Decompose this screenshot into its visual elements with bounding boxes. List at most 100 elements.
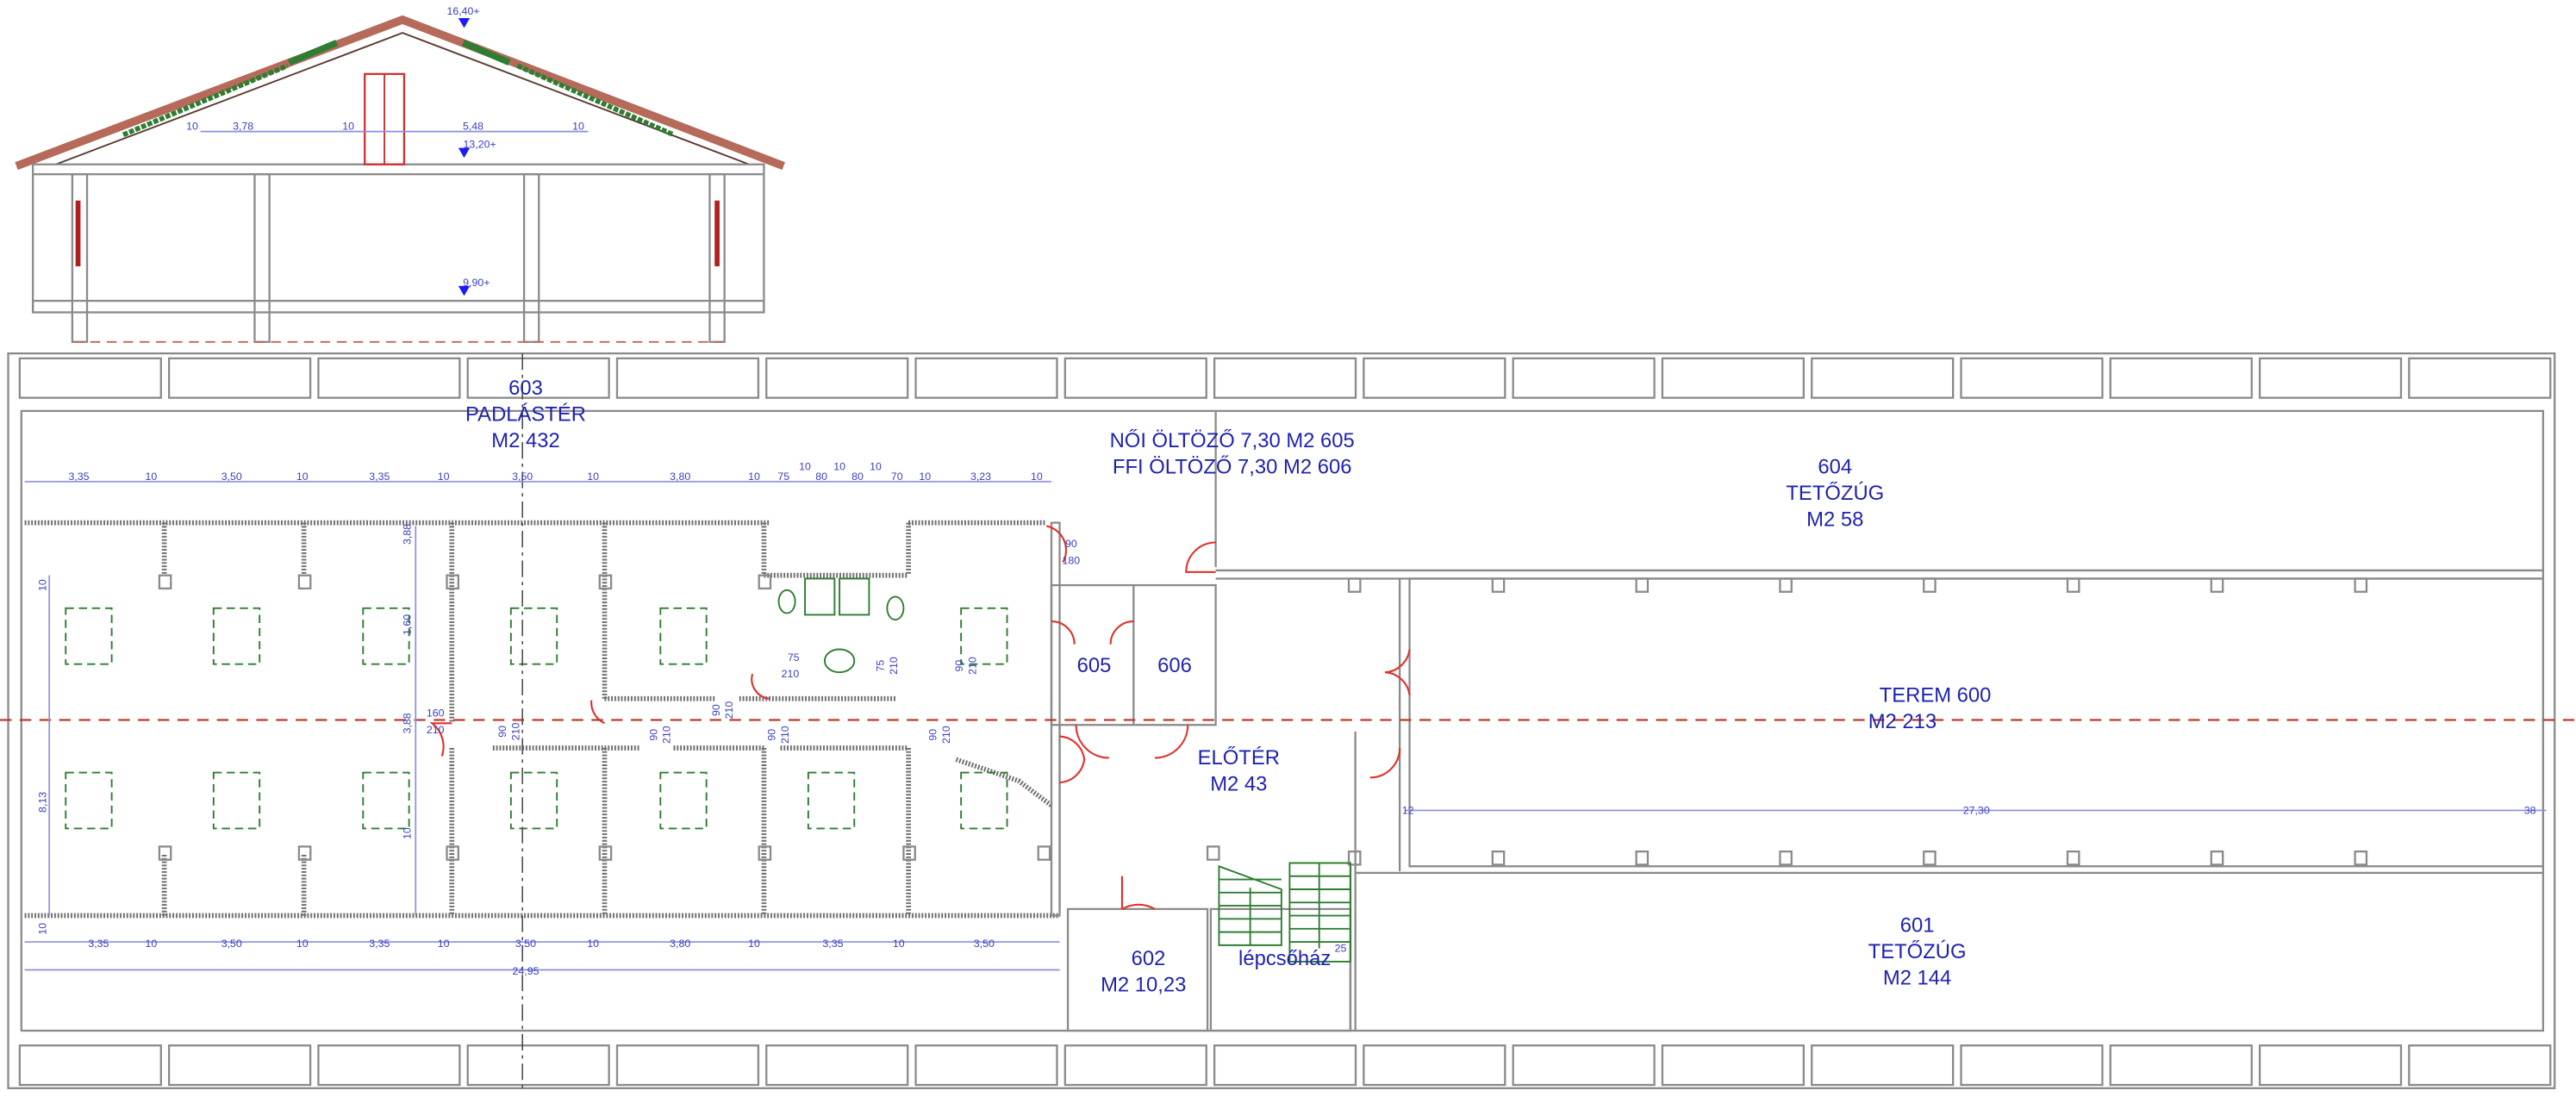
eave-window [615, 357, 760, 399]
eave-window [1512, 357, 1656, 399]
dimension-label: 3,50 [221, 470, 242, 483]
room-number: 605 [1077, 654, 1112, 677]
room-area: M2 43 [1210, 773, 1267, 796]
eave-window [168, 357, 312, 399]
column [758, 845, 772, 861]
column [2210, 850, 2224, 866]
dimension-label: 210 [427, 724, 445, 736]
dimension-label: 10 [748, 470, 760, 483]
eave-window [18, 357, 162, 399]
roof-window-icon [509, 771, 558, 830]
toilet-icon [886, 595, 905, 621]
room-name: TETŐZÚG [1868, 940, 1967, 963]
lower-floor-slab [31, 299, 765, 314]
dimension-label: 3,88 [402, 713, 414, 733]
dimension-label: 75 [777, 470, 789, 483]
dimension-label: 90 [927, 729, 939, 741]
skylight-right [462, 40, 511, 65]
column [758, 574, 772, 590]
room-number: 604 [1818, 455, 1852, 478]
column [2066, 577, 2080, 593]
dimension-label: 10 [145, 470, 157, 483]
building-section [15, 15, 785, 343]
column [1923, 850, 1937, 866]
column [1779, 577, 1793, 593]
shower-icon [839, 577, 870, 616]
dimension-label: 210 [888, 657, 900, 675]
dimension-label: 90 [766, 729, 778, 741]
room-602 [1066, 907, 1209, 1032]
dimension-label: 10 [833, 461, 845, 473]
eave-window [914, 357, 1058, 399]
roof-window-icon [807, 771, 856, 830]
roof-window-icon [65, 771, 113, 830]
roof-window-icon [960, 607, 1008, 665]
eave-window [1063, 1044, 1207, 1087]
dimension-label: 90 [496, 726, 508, 738]
dimension-label: 210 [940, 726, 952, 744]
eave-window [1960, 357, 2104, 399]
dimension-label: 3,23 [970, 470, 991, 483]
room-area: M2 58 [1806, 508, 1863, 531]
eave-window [1213, 1044, 1357, 1087]
roof-insulation-left [122, 63, 289, 138]
dimension-label: 10 [587, 470, 599, 483]
eave-window [765, 1044, 909, 1087]
sink-icon [823, 648, 856, 674]
attic-floor-slab [31, 163, 765, 176]
dimension-label: 3,50 [974, 938, 995, 950]
column [1347, 850, 1362, 866]
eave-window [1661, 357, 1806, 399]
column [1923, 577, 1937, 593]
dimension-lines [24, 481, 2547, 971]
room-schedule-line: FFI ÖLTÖZŐ 7,30 M2 606 [1113, 455, 1352, 478]
dimension-label: 75 [875, 660, 887, 672]
room-number: 603 [508, 377, 543, 400]
roof-window-icon [362, 607, 410, 665]
roof-window-icon [509, 607, 558, 665]
dimension-label: 10 [748, 938, 760, 950]
dimension-label: 10 [919, 470, 931, 483]
dimension-label: 10 [438, 938, 450, 950]
dimension-label: 10 [587, 938, 599, 950]
dimension-label: 90 [710, 704, 722, 716]
eave-window [1063, 357, 1207, 399]
dimension-label: 210 [661, 726, 673, 744]
dimension-label: 80 [851, 470, 864, 483]
column [158, 574, 172, 590]
roof-window-icon [659, 607, 708, 665]
hatched-partitions [161, 522, 1053, 916]
attic-floor-plan [0, 352, 2576, 1089]
dimension-label: 210 [723, 701, 735, 720]
dimension-label: 10 [893, 938, 905, 950]
eave-window [2258, 357, 2403, 399]
column [1491, 577, 1506, 593]
eave-window [2109, 357, 2253, 399]
column [598, 845, 613, 861]
dimension-label: 210 [779, 726, 791, 744]
roof-window-icon [212, 771, 261, 830]
window [75, 200, 81, 267]
eave-window [1661, 1044, 1806, 1087]
dimension-label: 5,48 [463, 121, 483, 133]
room-area: M2 144 [1883, 967, 1951, 990]
toilet-block [777, 577, 905, 674]
column [2354, 577, 2368, 593]
dimension-label: 27,30 [1963, 804, 1990, 816]
toilet-icon [777, 589, 796, 614]
column [2066, 850, 2080, 866]
dimension-label: 3,35 [822, 938, 843, 950]
dimension-label: 10 [1031, 470, 1043, 483]
roof-window-icon [65, 607, 113, 665]
roof-window-icon [960, 771, 1008, 830]
dimension-label: 90 [953, 660, 965, 672]
columns [158, 574, 2368, 866]
eave-window [2109, 1044, 2253, 1087]
dimension-label: 10 [296, 470, 309, 483]
column [253, 173, 271, 343]
eave-window [615, 1044, 760, 1087]
room-name: lépcsőház [1238, 947, 1331, 970]
column [522, 173, 540, 343]
dimension-label: 75 [788, 651, 800, 664]
dimension-label: 10 [799, 461, 811, 473]
